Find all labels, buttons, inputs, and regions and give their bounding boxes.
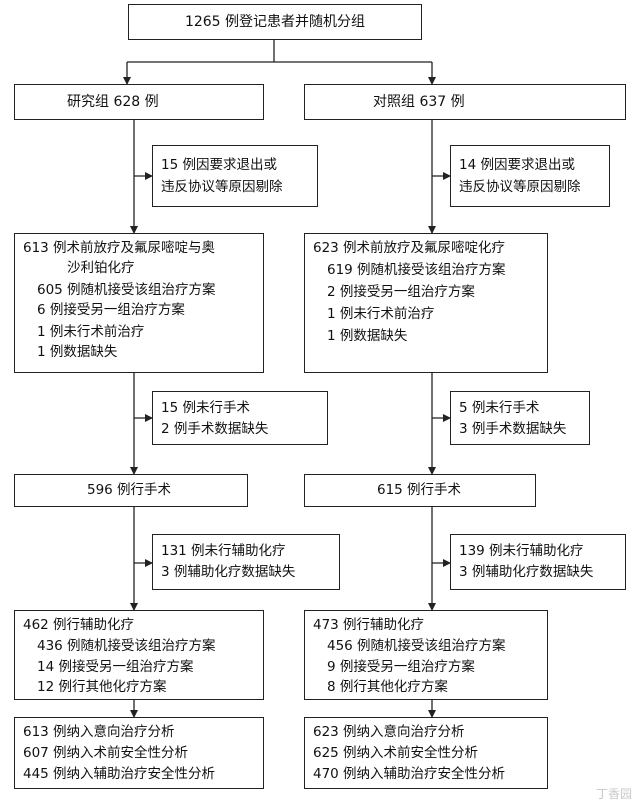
- control-adjuvant-box: 473 例行辅助化疗 456 例随机接受该组治疗方案 9 例接受另一组治疗方案 …: [304, 610, 548, 700]
- control-adj-line-3: 9 例接受另一组治疗方案: [327, 659, 475, 675]
- control-analysis-line-2: 625 例纳入术前安全性分析: [313, 745, 479, 761]
- control-surgery-label: 615 例行手术: [377, 482, 462, 498]
- study-adj-line-4: 12 例行其他化疗方案: [37, 679, 167, 695]
- control-neoadjuvant-box: 623 例术前放疗及氟尿嘧啶化疗 619 例随机接受该组治疗方案 2 例接受另一…: [304, 233, 548, 373]
- study-group-label: 研究组 628 例: [67, 94, 159, 110]
- control-analysis-line-3: 470 例纳入辅助治疗安全性分析: [313, 766, 506, 782]
- control-exclusion-box-3: 139 例未行辅助化疗 3 例辅助化疗数据缺失: [450, 534, 626, 590]
- study-adj-line-3: 14 例接受另一组治疗方案: [37, 659, 194, 675]
- study-adj-line-1: 462 例行辅助化疗: [23, 617, 135, 633]
- study-analysis-line-1: 613 例纳入意向治疗分析: [23, 724, 175, 740]
- control-adj-line-2: 456 例随机接受该组治疗方案: [327, 638, 506, 654]
- study-analysis-box: 613 例纳入意向治疗分析 607 例纳入术前安全性分析 445 例纳入辅助治疗…: [14, 717, 264, 789]
- study-neo-line-2: 沙利铂化疗: [67, 260, 135, 276]
- study-exclusion-3-line-1: 131 例未行辅助化疗: [161, 543, 286, 559]
- control-neo-line-3: 2 例接受另一组治疗方案: [327, 284, 475, 300]
- study-neoadjuvant-box: 613 例术前放疗及氟尿嘧啶与奥 沙利铂化疗 605 例随机接受该组治疗方案 6…: [14, 233, 264, 373]
- study-neo-line-3: 605 例随机接受该组治疗方案: [37, 282, 216, 298]
- study-exclusion-1-line-1: 15 例因要求退出或: [161, 157, 277, 173]
- control-group-box: 对照组 637 例: [304, 84, 626, 120]
- control-exclusion-box-2: 5 例未行手术 3 例手术数据缺失: [450, 391, 590, 445]
- enrollment-box: 1265 例登记患者并随机分组: [128, 4, 422, 40]
- study-exclusion-3-line-2: 3 例辅助化疗数据缺失: [161, 564, 296, 580]
- watermark-logo: 丁香园: [595, 787, 632, 801]
- control-exclusion-2-line-1: 5 例未行手术: [459, 400, 540, 416]
- control-adj-line-4: 8 例行其他化疗方案: [327, 679, 448, 695]
- control-exclusion-1-line-2: 违反协议等原因剔除: [459, 179, 581, 195]
- control-neo-line-4: 1 例未行术前治疗: [327, 306, 435, 322]
- control-analysis-box: 623 例纳入意向治疗分析 625 例纳入术前安全性分析 470 例纳入辅助治疗…: [304, 717, 548, 789]
- study-exclusion-2-line-2: 2 例手术数据缺失: [161, 421, 269, 437]
- control-group-label: 对照组 637 例: [373, 94, 465, 110]
- control-exclusion-box-1: 14 例因要求退出或 违反协议等原因剔除: [450, 145, 610, 207]
- control-neo-line-1: 623 例术前放疗及氟尿嘧啶化疗: [313, 240, 506, 256]
- control-adj-line-1: 473 例行辅助化疗: [313, 617, 425, 633]
- study-exclusion-box-3: 131 例未行辅助化疗 3 例辅助化疗数据缺失: [152, 534, 340, 590]
- study-exclusion-box-2: 15 例未行手术 2 例手术数据缺失: [152, 391, 328, 445]
- control-exclusion-3-line-1: 139 例未行辅助化疗: [459, 543, 584, 559]
- control-analysis-line-1: 623 例纳入意向治疗分析: [313, 724, 465, 740]
- study-surgery-box: 596 例行手术: [14, 474, 248, 507]
- control-surgery-box: 615 例行手术: [304, 474, 536, 507]
- study-neo-line-6: 1 例数据缺失: [37, 344, 118, 360]
- control-exclusion-3-line-2: 3 例辅助化疗数据缺失: [459, 564, 594, 580]
- study-neo-line-5: 1 例未行术前治疗: [37, 324, 145, 340]
- study-exclusion-box-1: 15 例因要求退出或 违反协议等原因剔除: [152, 145, 318, 207]
- study-neo-line-1: 613 例术前放疗及氟尿嘧啶与奥: [23, 240, 216, 256]
- study-adjuvant-box: 462 例行辅助化疗 436 例随机接受该组治疗方案 14 例接受另一组治疗方案…: [14, 610, 264, 700]
- study-adj-line-2: 436 例随机接受该组治疗方案: [37, 638, 216, 654]
- study-surgery-label: 596 例行手术: [87, 482, 172, 498]
- study-exclusion-1-line-2: 违反协议等原因剔除: [161, 179, 283, 195]
- study-analysis-line-3: 445 例纳入辅助治疗安全性分析: [23, 766, 216, 782]
- enrollment-text: 1265 例登记患者并随机分组: [184, 14, 366, 30]
- control-neo-line-5: 1 例数据缺失: [327, 328, 408, 344]
- control-exclusion-2-line-2: 3 例手术数据缺失: [459, 421, 567, 437]
- control-exclusion-1-line-1: 14 例因要求退出或: [459, 157, 575, 173]
- study-analysis-line-2: 607 例纳入术前安全性分析: [23, 745, 189, 761]
- study-group-box: 研究组 628 例: [14, 84, 264, 120]
- control-neo-line-2: 619 例随机接受该组治疗方案: [327, 262, 506, 278]
- study-exclusion-2-line-1: 15 例未行手术: [161, 400, 250, 416]
- study-neo-line-4: 6 例接受另一组治疗方案: [37, 302, 185, 318]
